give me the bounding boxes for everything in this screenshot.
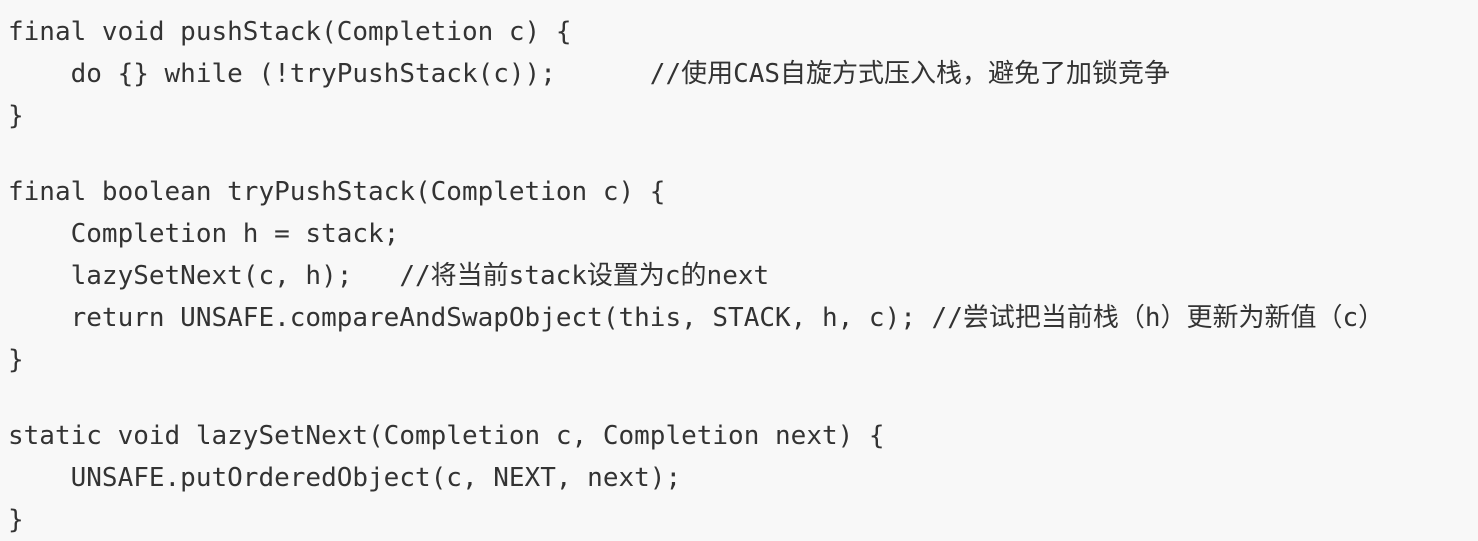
code-line-blank [8, 137, 1478, 171]
code-line: } [8, 345, 24, 375]
code-line: final boolean tryPushStack(Completion c)… [8, 177, 666, 207]
code-line: do {} while (!tryPushStack(c)); //使用CAS自… [8, 59, 1171, 89]
code-line: UNSAFE.putOrderedObject(c, NEXT, next); [8, 463, 682, 493]
code-line: return UNSAFE.compareAndSwapObject(this,… [8, 303, 1385, 333]
code-line: } [8, 101, 24, 131]
code-line: } [8, 505, 24, 535]
code-line: final void pushStack(Completion c) { [8, 17, 572, 47]
code-line: Completion h = stack; [8, 219, 400, 249]
code-line: lazySetNext(c, h); //将当前stack设置为c的next [8, 261, 770, 291]
code-line: static void lazySetNext(Completion c, Co… [8, 421, 885, 451]
code-line-blank [8, 381, 1478, 415]
